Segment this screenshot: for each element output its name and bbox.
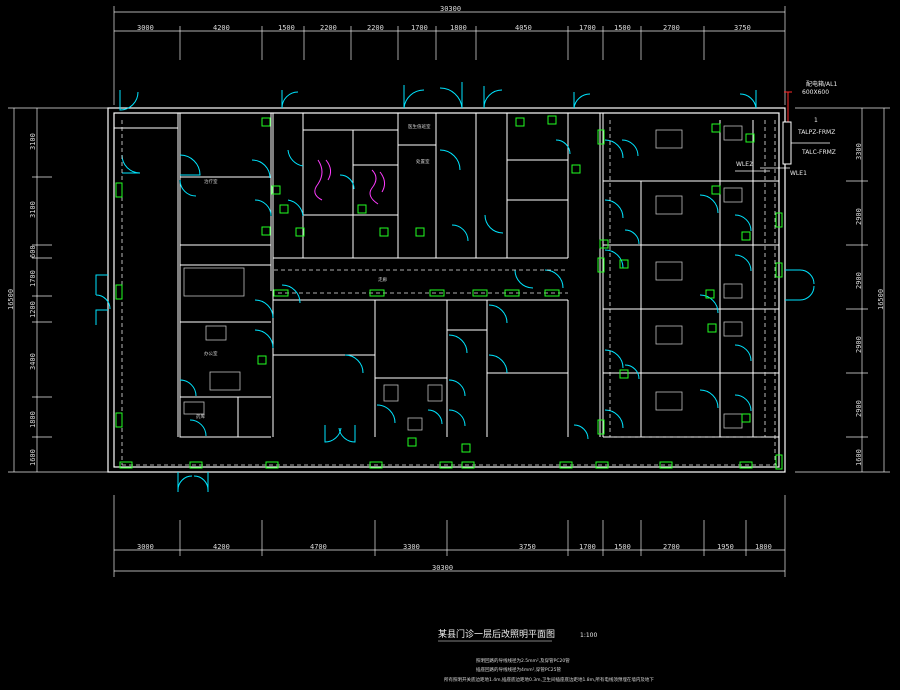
dim-top-0: 3000: [137, 24, 154, 32]
dim-top-2: 1500: [278, 24, 295, 32]
dim-bottom-1: 4200: [213, 543, 230, 551]
bottom-segment-labels: 3000 4200 4700 3300 3750 1700 1500 2700 …: [137, 543, 772, 551]
left-segment-labels: 3100 3100 600 1700 1200 3400 1800 1600: [29, 133, 37, 466]
distribution-box: [735, 121, 830, 172]
dashed-circuit-lines: [121, 120, 778, 466]
dim-bottom-8: 1950: [717, 543, 734, 551]
dim-bottom-3: 3300: [403, 543, 420, 551]
dim-bottom-7: 2700: [663, 543, 680, 551]
dim-right-4: 2900: [855, 400, 863, 417]
room-storage-label: 药库: [196, 413, 205, 420]
dim-right-3: 2900: [855, 336, 863, 353]
room-mid-label: 处置室: [416, 158, 430, 165]
dim-top-4: 2200: [367, 24, 384, 32]
drawing-title: 某县门诊一层后改照明平面图: [438, 628, 555, 640]
dim-right-0: 3300: [855, 143, 863, 160]
bottom-dimension-chain: [113, 495, 786, 577]
magenta-wiring: [314, 159, 386, 205]
dim-left-7: 1600: [29, 449, 37, 466]
distribution-box-label: 配电箱/AL1: [806, 80, 837, 88]
dim-top-11: 3750: [734, 24, 751, 32]
dim-left-5: 3400: [29, 353, 37, 370]
dim-bottom-6: 1500: [614, 543, 631, 551]
corridor-label: 走廊: [378, 276, 387, 283]
drawing-scale: 1:100: [580, 632, 597, 639]
wle1-label: WLE1: [790, 170, 807, 177]
dim-top-3: 2200: [320, 24, 337, 32]
dim-bottom-2: 4700: [310, 543, 327, 551]
note-line-1: 照明回路的导线线径为2.5mm²,及穿管PC20管: [476, 657, 570, 664]
dim-left-1: 3100: [29, 201, 37, 218]
right-segment-labels: 3300 2900 2900 2900 2900 1600: [855, 143, 863, 466]
exterior-walls: [107, 107, 786, 473]
top-segment-labels: 3000 4200 1500 2200 2200 1700 1800 4050 …: [137, 24, 751, 32]
dim-right-2: 2900: [855, 272, 863, 289]
dim-right-5: 1600: [855, 449, 863, 466]
dim-bottom-5: 1700: [579, 543, 596, 551]
dim-bottom-4: 3750: [519, 543, 536, 551]
top-dimension-chain: [113, 6, 786, 105]
interior-walls: [114, 113, 779, 438]
dim-top-7: 4050: [515, 24, 532, 32]
right-total-dim: 16500: [877, 289, 885, 310]
left-dimension-chain: [8, 107, 108, 473]
dim-bottom-0: 3000: [137, 543, 154, 551]
wle2-label: WLE2: [736, 161, 753, 168]
dim-bottom-9: 1800: [755, 543, 772, 551]
panel-number-label: 1: [814, 117, 818, 124]
bottom-total-dim: 30300: [432, 564, 453, 572]
dim-right-1: 2900: [855, 208, 863, 225]
note-line-3: 所有照明开关底边距地1.4m,插座底边距地0.3m,卫生间插座底边距地1.8m,…: [444, 676, 654, 683]
room-office-label: 办公室: [204, 350, 218, 357]
red-feeder: [784, 91, 792, 126]
note-line-2: 插座回路的导线线径为4mm²,穿管PC25管: [476, 666, 561, 673]
doors: [95, 82, 815, 492]
dim-left-0: 3100: [29, 133, 37, 150]
dim-top-10: 2700: [663, 24, 680, 32]
panel-1-label: TALPZ-FRMZ: [797, 129, 835, 136]
dim-left-4: 1200: [29, 301, 37, 318]
furniture: [183, 125, 743, 431]
dim-top-8: 1700: [579, 24, 596, 32]
dim-top-1: 4200: [213, 24, 230, 32]
dim-left-6: 1800: [29, 411, 37, 428]
room-duty-label: 医生值班室: [408, 123, 431, 130]
light-fixtures: [115, 115, 783, 470]
room-treatment-label: 治疗室: [204, 178, 218, 185]
dim-left-2: 600: [29, 245, 37, 258]
dim-top-9: 1500: [614, 24, 631, 32]
right-dimension-chain: [795, 107, 890, 473]
left-total-dim: 16500: [7, 289, 15, 310]
panel-2-label: TALC-FRMZ: [801, 149, 836, 156]
dim-top-6: 1800: [450, 24, 467, 32]
dim-top-5: 1700: [411, 24, 428, 32]
top-total-dim: 30300: [440, 5, 461, 13]
dim-left-3: 1700: [29, 270, 37, 287]
box-size-label: 600X600: [802, 89, 829, 96]
